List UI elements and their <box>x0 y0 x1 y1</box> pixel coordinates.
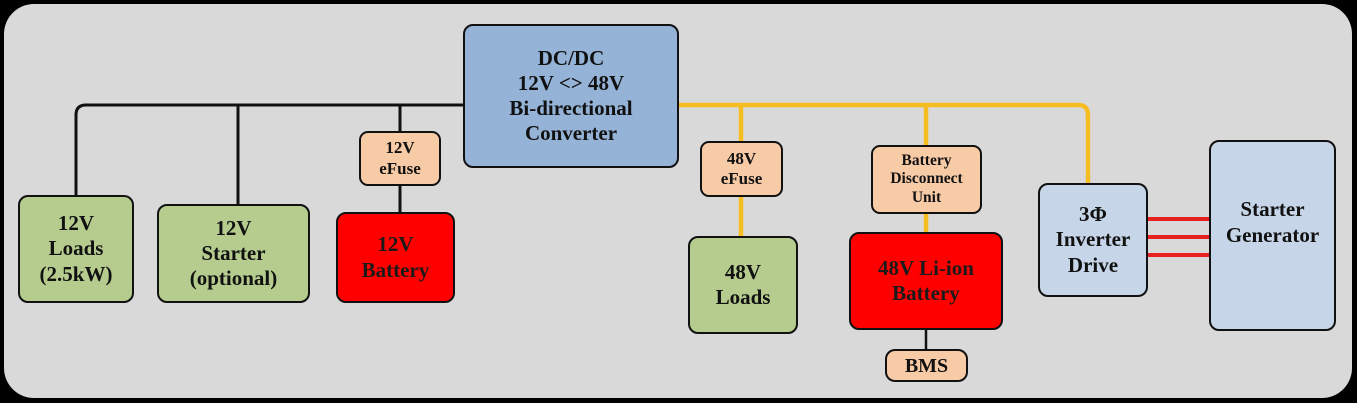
inverter-label-line: 3Φ <box>1079 202 1107 227</box>
dcdc-converter: DC/DC 12V <> 48V Bi-directional Converte… <box>463 24 679 168</box>
loads-12v-label-line: Loads <box>48 236 104 261</box>
starter-12v: 12V Starter (optional) <box>157 204 310 303</box>
battery-48v-label-line: Battery <box>892 281 960 305</box>
bdu-label-line: Unit <box>911 188 942 206</box>
bms-label: BMS <box>904 354 949 377</box>
inverter-label-line: Drive <box>1067 252 1119 277</box>
efuse-12v-label-line: 12V <box>385 138 415 158</box>
efuse-12v-label-line: eFuse <box>379 158 421 178</box>
efuse-48v: 48V eFuse <box>700 141 783 197</box>
dcdc-label-line: Bi-directional <box>509 96 633 120</box>
efuse-12v: 12V eFuse <box>359 131 441 186</box>
loads-12v: 12V Loads (2.5kW) <box>18 195 134 303</box>
loads-12v-label-line: 12V <box>57 211 95 236</box>
dcdc-label-line: 12V <> 48V <box>517 70 625 95</box>
loads-48v-label-line: Loads <box>715 285 771 309</box>
starter-generator: Starter Generator <box>1209 140 1336 331</box>
starter-12v-label-line: (optional) <box>189 266 278 291</box>
battery-12v: 12V Battery <box>336 212 455 303</box>
loads-12v-label-line: (2.5kW) <box>39 261 113 286</box>
inverter-drive-3-phase: 3Φ Inverter Drive <box>1038 183 1148 297</box>
dcdc-label-line: DC/DC <box>537 45 605 70</box>
battery-48v-label-line: 48V Li-ion <box>878 255 974 280</box>
efuse-48v-label-line: 48V <box>726 148 757 168</box>
inverter-label-line: Inverter <box>1055 227 1131 252</box>
bus-12v-main <box>74 103 463 196</box>
starter-12v-label-line: 12V <box>215 215 252 240</box>
bms: BMS <box>885 349 968 382</box>
starter-generator-label-line: Generator <box>1225 222 1320 247</box>
starter-generator-label-line: Starter <box>1240 197 1305 222</box>
starter-12v-label-line: Starter <box>201 240 266 265</box>
battery-48v-li-ion: 48V Li-ion Battery <box>849 232 1003 330</box>
dcdc-label-line: Converter <box>524 121 618 146</box>
bdu-label-line: Battery <box>901 151 952 169</box>
battery-disconnect-unit: Battery Disconnect Unit <box>871 145 982 214</box>
loads-48v: 48V Loads <box>688 236 798 334</box>
efuse-48v-label-line: eFuse <box>720 169 763 188</box>
loads-48v-label-line: 48V <box>724 259 762 284</box>
bus-48v-main <box>678 102 1091 184</box>
battery-12v-label-line: 12V <box>377 232 414 257</box>
bdu-label-line: Disconnect <box>890 170 963 188</box>
battery-12v-label-line: Battery <box>361 257 430 282</box>
